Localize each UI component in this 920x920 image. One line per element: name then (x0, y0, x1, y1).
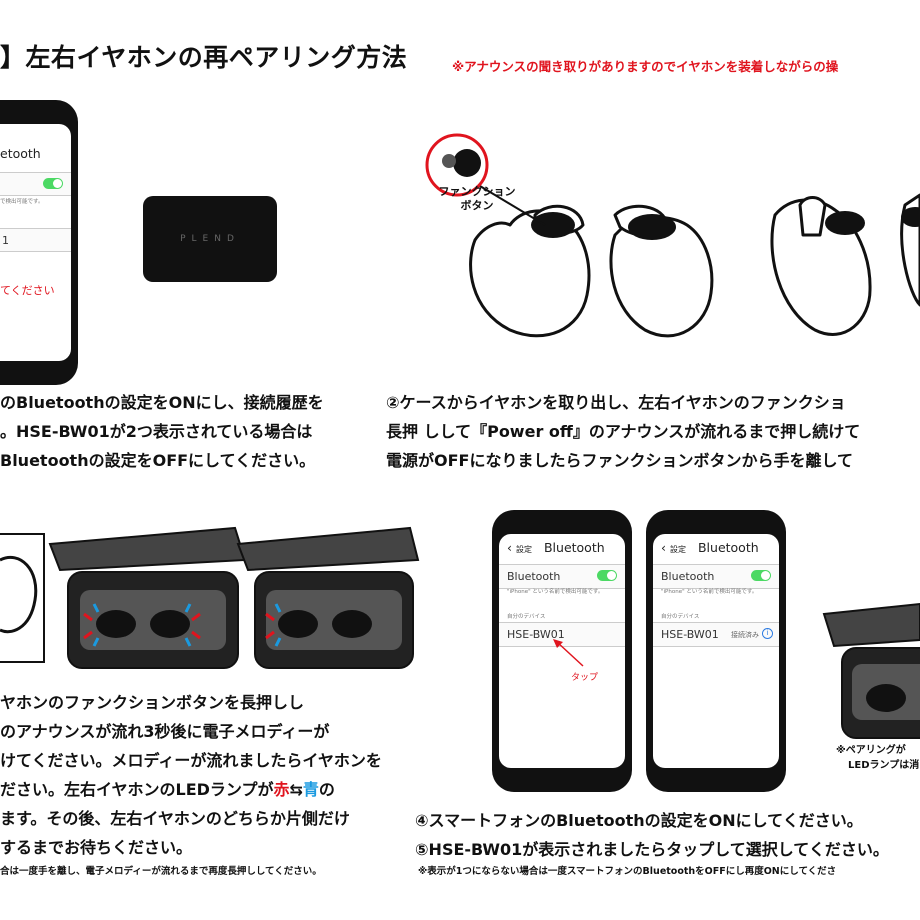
tap-label: タップ (571, 673, 599, 683)
warning-notice: ※アナウンスの聞き取りがありますのでイヤホンを装着しながらの操 (452, 59, 839, 74)
callout-line: ボタン (460, 199, 494, 212)
step3-line: ヤホンのファンクションボタンを長押しし (0, 693, 305, 712)
step1-line: のBluetoothの設定をONにし、接続履歴を (0, 393, 324, 412)
bluetooth-nav-title: etooth (0, 146, 41, 161)
info-icon: i (762, 628, 773, 639)
step45-text: ④スマートフォンのBluetoothの設定をONにしてください。 ⑤HSE-BW… (415, 806, 889, 864)
bluetooth-toggle-row: Bluetooth (499, 564, 625, 589)
phone-screen: etooth で検出可能です。 1 てください (0, 124, 71, 361)
pairing-note: ※ペアリングが LEDランプは消 (836, 743, 919, 773)
discoverable-note: "iPhone" という名前で検出可能です。 (507, 589, 604, 595)
led-arrow: ⇆ (289, 780, 303, 799)
hand-illustrations (425, 133, 920, 338)
phone-screen-a: ‹ 設定 Bluetooth Bluetooth "iPhone" という名前で… (499, 534, 625, 768)
connected-status: 接続済み (731, 631, 759, 639)
bluetooth-toggle (43, 178, 63, 189)
discoverable-note: "iPhone" という名前で検出可能です。 (661, 589, 758, 595)
callout-line: ファンクション (438, 185, 516, 198)
phone-illustration-a: ‹ 設定 Bluetooth Bluetooth "iPhone" という名前で… (492, 510, 632, 792)
step1-text: のBluetoothの設定をONにし、接続履歴を 。HSE-BW01が2つ表示さ… (0, 388, 324, 475)
step3-text: ヤホンのファンクションボタンを長押しし のアナウンスが流れ3秒後に電子メロディー… (0, 688, 382, 862)
pairing-note-line: ※ペアリングが (836, 745, 906, 756)
function-button-callout: ファンクション ボタン (422, 185, 532, 213)
step2-line: 電源がOFFになりましたらファンクションボタンから手を離して (386, 451, 853, 470)
bluetooth-toggle-row: Bluetooth (653, 564, 779, 589)
paired-case-illustration (822, 602, 920, 739)
closed-charging-case: PLEND (143, 196, 277, 282)
bluetooth-toggle (751, 570, 771, 581)
back-label: 設定 (515, 545, 532, 554)
step45-note: ※表示が1つにならない場合は一度スマートフォンのBluetoothをOFFにし再… (418, 866, 837, 877)
discoverable-note: で検出可能です。 (0, 199, 44, 205)
tap-arrow-icon (553, 639, 584, 667)
nav-title: Bluetooth (543, 540, 605, 555)
step4-line: ④スマートフォンのBluetoothの設定をONにしてください。 (415, 811, 863, 830)
bluetooth-toggle-row (0, 172, 71, 196)
step3-line-tail: の (318, 780, 335, 799)
device-row: 1 (0, 228, 71, 252)
device-name: 1 (2, 234, 9, 247)
page-title: 】左右イヤホンの再ペアリング方法 (0, 43, 408, 72)
step2-line: ②ケースからイヤホンを取り出し、左右イヤホンのファンクショ (386, 393, 846, 412)
step5-line: ⑤HSE-BW01が表示されましたらタップして選択してください。 (415, 840, 889, 859)
phone-illustration-b: ‹ 設定 Bluetooth Bluetooth "iPhone" という名前で… (646, 510, 786, 792)
device-name: HSE-BW01 (507, 628, 565, 641)
bluetooth-toggle (597, 570, 617, 581)
step2-line: 長押 しして『Power off』のアナウンスが流れるまで押し続けて (386, 422, 861, 441)
settings-nav: ‹ 設定 Bluetooth (507, 540, 605, 555)
my-devices-header: 自分のデバイス (507, 614, 546, 620)
case-brand-logo: PLEND (180, 234, 240, 244)
bluetooth-label: Bluetooth (661, 570, 715, 583)
phone-screen-b: ‹ 設定 Bluetooth Bluetooth "iPhone" という名前で… (653, 534, 779, 768)
back-chevron-icon: ‹ (507, 540, 512, 555)
step3-line: ださい。左右イヤホンのLEDランプが (0, 780, 274, 799)
led-blue-word: 青 (302, 780, 319, 799)
step3-line: ます。その後、左右イヤホンのどちらか片側だけ (0, 809, 350, 828)
settings-nav: ‹ 設定 Bluetooth (661, 540, 759, 555)
my-devices-header: 自分のデバイス (661, 614, 700, 620)
back-chevron-icon: ‹ (661, 540, 666, 555)
step3-line-led: ださい。左右イヤホンのLEDランプが赤⇆青の (0, 775, 382, 804)
back-label: 設定 (669, 545, 686, 554)
step2-text: ②ケースからイヤホンを取り出し、左右イヤホンのファンクショ 長押 しして『Pow… (386, 388, 860, 475)
device-row: HSE-BW01 接続済み i (653, 622, 779, 647)
phone-illustration-top: etooth で検出可能です。 1 てください (0, 100, 78, 385)
step3-illustrations (0, 526, 420, 669)
step3-line: けてください。メロディーが流れましたらイヤホンを (0, 751, 382, 770)
bluetooth-label: Bluetooth (507, 570, 561, 583)
step1-line: Bluetoothの設定をOFFにしてください。 (0, 451, 316, 470)
nav-title: Bluetooth (697, 540, 759, 555)
step3-line: のアナウンスが流れ3秒後に電子メロディーが (0, 722, 330, 741)
pairing-note-line: LEDランプは消 (848, 760, 920, 771)
step1-line: 。HSE-BW01が2つ表示されている場合は (0, 422, 313, 441)
led-red-word: 赤 (273, 780, 290, 799)
step3-note: 合は一度手を離し、電子メロディーが流れるまで再度長押ししてください。 (0, 866, 322, 877)
delete-hint: てください (0, 284, 55, 297)
device-name: HSE-BW01 (661, 628, 719, 641)
step3-line: するまでお待ちください。 (0, 838, 193, 857)
